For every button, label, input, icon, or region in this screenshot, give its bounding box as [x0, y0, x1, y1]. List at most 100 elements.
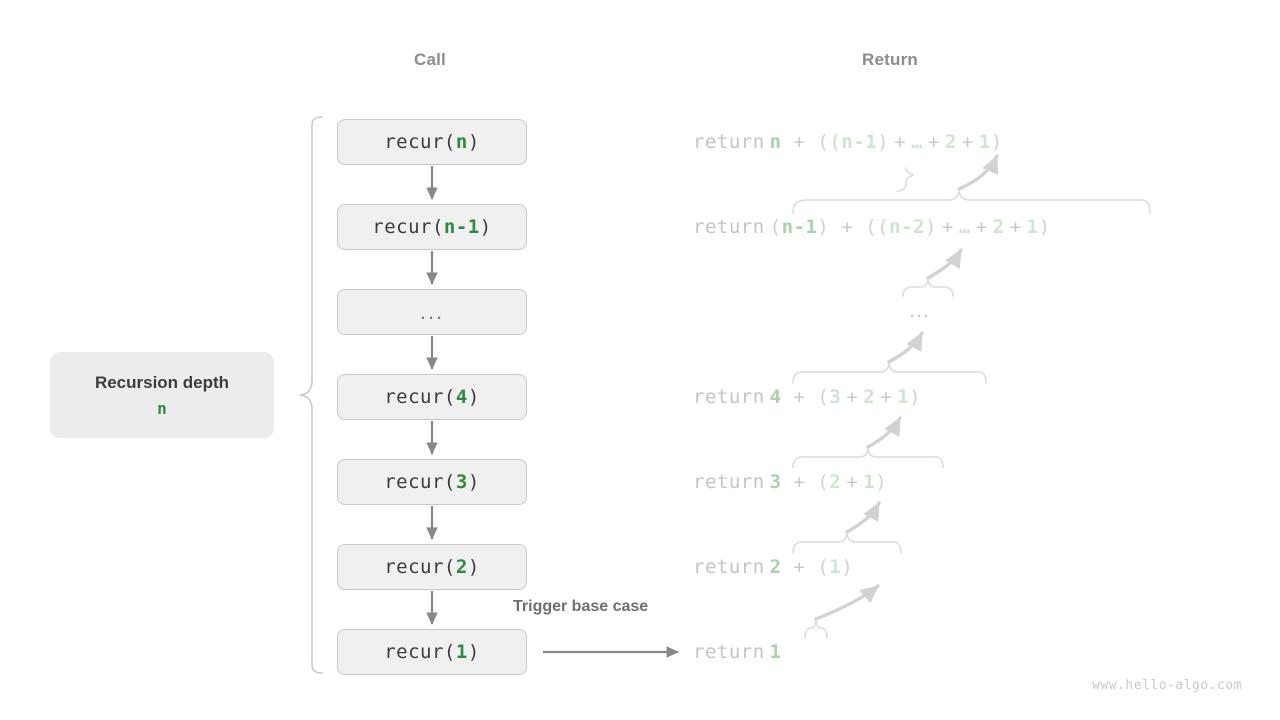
recursion-depth-badge: Recursion depth n — [50, 352, 274, 438]
return-brace-dots — [902, 279, 954, 297]
return-line-n: return n + ((n-1) + … + 2 + 1) — [693, 119, 1003, 165]
return-line-3: return 3 + (2 + 1) — [693, 459, 887, 505]
token-paren: ( — [877, 216, 890, 238]
token-value: 1 — [829, 556, 842, 578]
call-box-argument: n-1 — [443, 216, 480, 238]
return-tail: (3 + 2 + 1) — [817, 386, 921, 408]
call-box-1: recur(1) — [337, 629, 527, 675]
token-paren: ( — [817, 131, 830, 153]
token-paren: ( — [829, 131, 842, 153]
token-value: 2 — [769, 556, 782, 578]
return-line-1: return 1 — [693, 629, 782, 675]
return-head: 4 — [770, 386, 782, 408]
call-box-n1: recur(n-1) — [337, 204, 527, 250]
token-operator: + — [928, 131, 940, 153]
token-operator: + — [961, 131, 974, 153]
recursion-depth-brace — [299, 116, 323, 674]
token-value: 2 — [829, 471, 842, 493]
call-box-argument: 4 — [455, 386, 468, 408]
call-box-3: recur(3) — [337, 459, 527, 505]
token-paren: ( — [817, 471, 830, 493]
token-paren: ( — [769, 216, 782, 238]
token-operator: + — [880, 386, 893, 408]
call-box-4: recur(4) — [337, 374, 527, 420]
token-value: n-1 — [781, 216, 818, 238]
return-arrow-6 — [814, 584, 880, 621]
token-operator: + — [846, 386, 859, 408]
token-paren: ) — [841, 556, 854, 578]
token-ellipsis: … — [911, 131, 924, 153]
token-paren: ) — [875, 471, 888, 493]
call-box-suffix: ) — [479, 216, 492, 238]
token-operator: + — [781, 131, 818, 153]
return-tail: ((n-1) + … + 2 + 1) — [817, 131, 1002, 153]
token-value: 4 — [769, 386, 782, 408]
return-arrow-4 — [866, 416, 902, 449]
return-head: n — [770, 131, 782, 153]
call-box-argument: n — [455, 131, 468, 153]
return-tail: (2 + 1) — [817, 471, 887, 493]
return-line-n1: return (n-1) + ((n-2) + … + 2 + 1) — [693, 204, 1051, 250]
token-value: 2 — [992, 216, 1005, 238]
return-tail: ((n-2) + … + 2 + 1) — [865, 216, 1050, 238]
return-keyword: return — [693, 556, 765, 578]
call-box-prefix: recur( — [384, 131, 456, 153]
token-operator: + — [829, 216, 866, 238]
return-brace-1 — [896, 167, 915, 192]
call-box-prefix: recur( — [384, 471, 456, 493]
token-paren: ( — [865, 216, 878, 238]
token-value: 1 — [897, 386, 910, 408]
call-box-argument: 1 — [455, 641, 468, 663]
call-box-argument: 3 — [455, 471, 468, 493]
return-keyword: return — [693, 216, 765, 238]
call-box-argument: 2 — [455, 556, 468, 578]
return-keyword: return — [693, 131, 765, 153]
recursion-depth-value: n — [157, 398, 167, 418]
trigger-base-case-label: Trigger base case — [513, 598, 649, 615]
column-header-call: Call — [414, 50, 446, 69]
token-value: 2 — [944, 131, 957, 153]
call-box-prefix: recur( — [384, 556, 456, 578]
token-value: 2 — [863, 386, 876, 408]
token-value: n-2 — [889, 216, 925, 238]
token-paren: ) — [909, 386, 922, 408]
return-arrow-5 — [845, 501, 881, 534]
return-line-4: return 4 + (3 + 2 + 1) — [693, 374, 921, 420]
token-value: 1 — [978, 131, 991, 153]
token-operator: + — [846, 471, 859, 493]
recursion-depth-title: Recursion depth — [94, 372, 230, 392]
token-paren: ( — [817, 386, 830, 408]
return-head: 1 — [770, 641, 782, 663]
call-box-prefix: recur( — [372, 216, 444, 238]
call-box-suffix: ) — [467, 641, 480, 663]
return-brace-7 — [804, 620, 828, 639]
token-operator: + — [894, 131, 907, 153]
token-operator: + — [975, 216, 988, 238]
token-operator: + — [781, 556, 818, 578]
return-arrow-3 — [887, 331, 924, 364]
return-tail: (1) — [817, 556, 853, 578]
token-value: 1 — [863, 471, 876, 493]
call-box-suffix: ) — [467, 556, 480, 578]
token-value: 3 — [829, 386, 842, 408]
token-value: 1 — [769, 641, 782, 663]
call-box-2: recur(2) — [337, 544, 527, 590]
token-paren: ) — [924, 216, 937, 238]
return-head: (n-1) — [770, 216, 830, 238]
return-head: 3 — [770, 471, 782, 493]
token-paren: ( — [817, 556, 830, 578]
return-head: 2 — [770, 556, 782, 578]
call-box-suffix: ) — [467, 131, 480, 153]
column-header-return: Return — [862, 50, 918, 69]
return-keyword: return — [693, 471, 765, 493]
token-paren: ) — [817, 216, 830, 238]
call-box-prefix: recur( — [384, 641, 456, 663]
token-ellipsis: … — [958, 216, 971, 238]
token-operator: + — [781, 386, 818, 408]
call-box-prefix: recur( — [384, 386, 456, 408]
return-ellipsis: … — [908, 297, 932, 322]
token-value: 1 — [1026, 216, 1039, 238]
token-operator: + — [1009, 216, 1022, 238]
token-paren: ) — [1038, 216, 1051, 238]
